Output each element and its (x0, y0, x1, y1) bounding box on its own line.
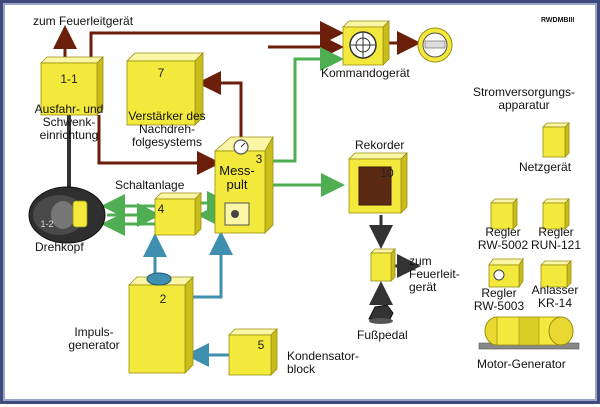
block-regler-rw5002 (490, 198, 518, 230)
line-impuls-to-messpult (189, 231, 233, 299)
display-gauge (417, 27, 453, 63)
drehkopf-antenna: 1-2 (28, 186, 106, 244)
label-fusspedal: Fußpedal (357, 328, 408, 342)
block-10-number: 10 (380, 166, 394, 180)
label-ausfahr-schwenk: Ausfahr- und Schwenk- einrichtung (34, 102, 104, 142)
block-regler-rw5003 (488, 257, 524, 289)
block-schaltanlage: 4 (154, 192, 202, 236)
block-5-number: 5 (258, 338, 265, 352)
block-impulsgenerator: 2 (128, 272, 194, 374)
label-regler-run121: Regler RUN-121 (530, 225, 581, 252)
label-messpult: Mess- pult (219, 163, 255, 192)
impuls-cap (146, 272, 172, 286)
label-rekorder: Rekorder (355, 138, 405, 152)
motor-generator (478, 316, 580, 350)
line-1-1-to-kommandogeraet (89, 21, 344, 57)
label-impulsgenerator: Impuls- generator (68, 325, 120, 352)
block-ausfahr-schwenk: 1-1 (40, 56, 104, 116)
label-motor-generator: Motor-Generator (477, 357, 566, 371)
block-1-1-number: 1-1 (60, 72, 78, 86)
rekorder-screen (358, 166, 392, 206)
line-messpult-to-kommando (265, 47, 344, 163)
label-regler-rw5002: Regler RW-5002 (477, 225, 529, 252)
label-stromversorgung: Stromversorgungs- apparatur (472, 85, 576, 112)
block-diagram: 1-1 7 3 4 2 5 (28, 20, 580, 376)
block-messpult: 3 (213, 135, 274, 234)
label-zum-feuerleitgeraet-top: zum Feuerleitgerät (33, 14, 134, 28)
label-verstaerker: Verstärker des Nachdreh- folgesystems (128, 109, 206, 149)
block-kondensator: 5 (228, 328, 278, 376)
label-anlasser: Anlasser KR-14 (531, 283, 579, 310)
label-netzgeraet: Netzgerät (519, 160, 572, 174)
block-anlasser (540, 260, 572, 288)
block-rekorder: 10 (348, 152, 408, 214)
block-2-number: 2 (160, 292, 167, 306)
block-7-number: 7 (158, 66, 165, 80)
label-regler-rw5003: Regler RW-5003 (473, 286, 525, 313)
block-4-number: 4 (158, 202, 165, 216)
label-kommandogeraet: Kommandogerät (321, 66, 410, 80)
label-kondensatorblock: Kondensator- block (287, 349, 360, 376)
line-1-1-to-messpult (97, 115, 221, 175)
label-zum-feuerleitgeraet-right: zum Feuerleit- gerät (409, 254, 460, 294)
block-verstaerker: 7 (126, 52, 204, 126)
block-regler-run121 (542, 198, 570, 230)
line-messpult-to-verstaerker (197, 71, 243, 141)
block-pedal-unit (370, 248, 396, 282)
block-3-number: 3 (256, 152, 263, 166)
label-drehkopf: Drehkopf (35, 240, 84, 254)
watermark: RWDMBIII (541, 17, 575, 24)
block-netzgeraet (542, 122, 570, 158)
label-schaltanlage: Schaltanlage (115, 178, 185, 192)
fusspedal-icon (368, 304, 394, 324)
kommandogeraet-device (342, 20, 390, 66)
block-1-2-number: 1-2 (40, 219, 53, 229)
